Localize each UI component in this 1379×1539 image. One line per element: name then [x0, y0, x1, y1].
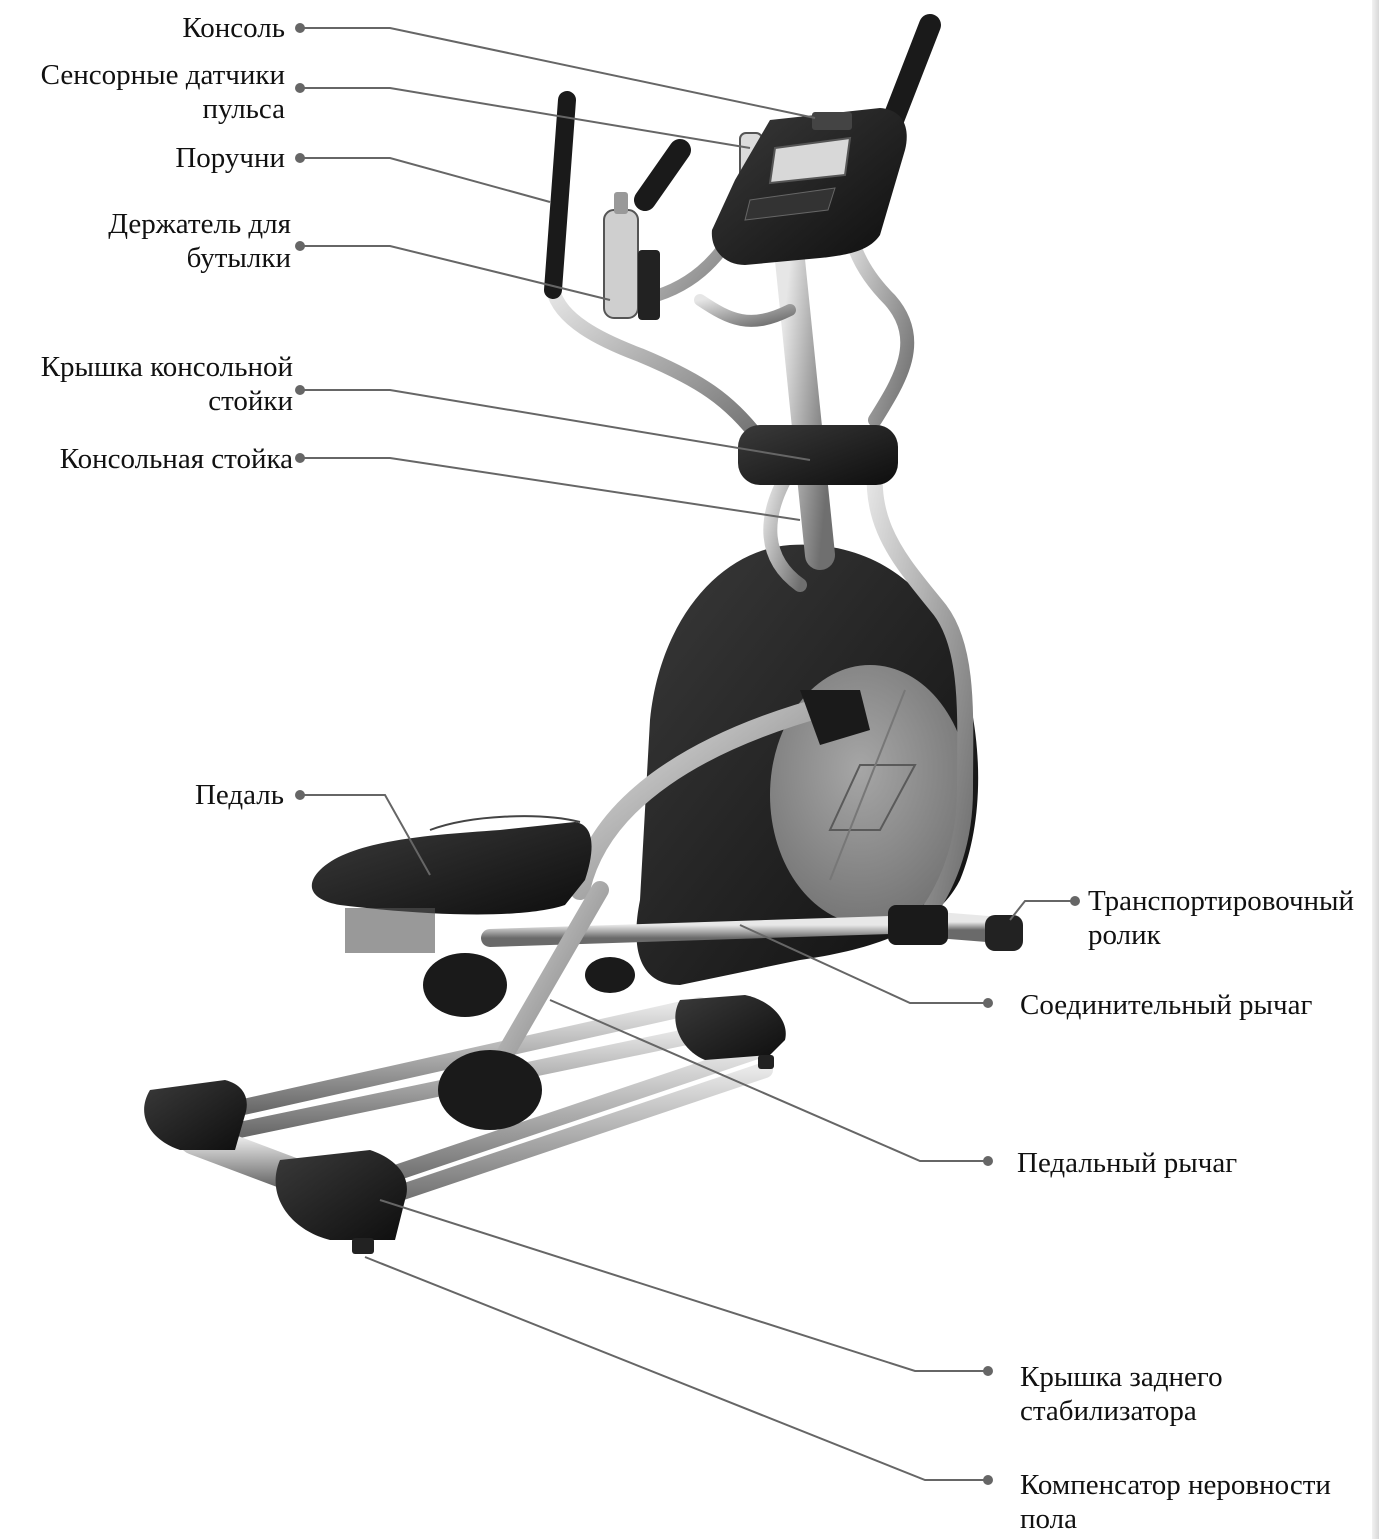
label-pedal-arm: Педальный рычаг [1017, 1146, 1237, 1180]
page-edge [1372, 0, 1379, 1539]
label-connecting-arm: Соединительный рычаг [1020, 988, 1312, 1022]
label-transport-wheel-line1: Транспортировочный [1088, 884, 1354, 918]
label-transport-wheel-line2: ролик [1088, 918, 1354, 952]
label-bottle-holder-line2: бутылки [108, 241, 291, 275]
label-console: Консоль [182, 11, 285, 45]
console-post-cover-shape [738, 425, 898, 485]
label-bottle-holder-line1: Держатель для [108, 207, 291, 241]
label-post-cover-line1: Крышка консольной [41, 350, 293, 384]
label-rear-stabilizer-cover-line2: стабилизатора [1020, 1394, 1223, 1428]
label-pedal: Педаль [195, 778, 284, 812]
label-floor-leveler-line2: пола [1020, 1502, 1331, 1536]
label-handrails: Поручни [175, 141, 285, 175]
water-bottle [604, 192, 660, 320]
label-bottle-holder: Держатель для бутылки [108, 207, 291, 275]
label-console-post: Консольная стойка [60, 442, 293, 476]
console-unit [712, 108, 907, 265]
label-pulse-sensors-line1: Сенсорные датчики [41, 58, 285, 92]
label-floor-leveler: Компенсатор неровности пола [1020, 1468, 1331, 1536]
label-rear-stabilizer-cover-line1: Крышка заднего [1020, 1360, 1223, 1394]
label-post-cover-line2: стойки [41, 384, 293, 418]
label-floor-leveler-line1: Компенсатор неровности [1020, 1468, 1331, 1502]
label-post-cover: Крышка консольной стойки [41, 350, 293, 418]
label-transport-wheel: Транспортировочный ролик [1088, 884, 1354, 952]
label-pulse-sensors-line2: пульса [41, 92, 285, 126]
label-rear-stabilizer-cover: Крышка заднего стабилизатора [1020, 1360, 1223, 1428]
label-pulse-sensors: Сенсорные датчики пульса [41, 58, 285, 126]
